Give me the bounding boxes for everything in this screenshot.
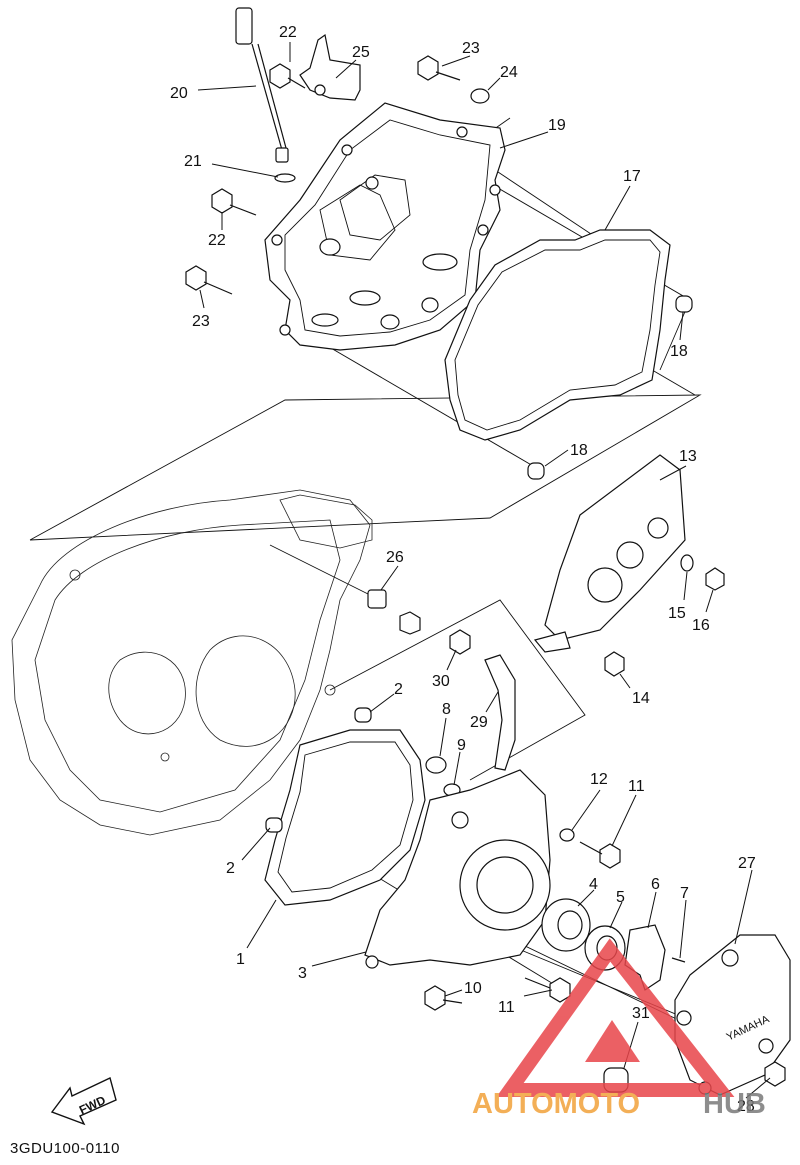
label-part-22: 22 (279, 24, 297, 41)
dowel-pin-2-upper (354, 707, 372, 723)
label-part-27: 27 (738, 855, 756, 872)
bolt-28 (764, 1061, 786, 1087)
leader-lines (197, 42, 771, 1099)
label-part-25: 25 (352, 44, 370, 61)
label-part-2: 2 (394, 681, 403, 698)
bolt-22-top (269, 63, 306, 89)
label-part-20: 20 (170, 85, 188, 102)
part-number-labels: 20 22 25 23 24 19 21 17 22 23 18 18 13 2… (170, 24, 756, 1115)
label-part-7: 7 (680, 885, 689, 902)
watermark-text-hub: HUB (703, 1088, 766, 1120)
label-part-10: 10 (464, 980, 482, 997)
bolt-11-upper (579, 841, 621, 869)
label-part-23-lower: 23 (192, 313, 210, 330)
bolt-16 (705, 567, 725, 591)
label-part-21: 21 (184, 153, 202, 170)
bracket-25 (299, 33, 361, 101)
crankcase-cover-19 (264, 102, 506, 351)
label-part-18-lower: 18 (570, 442, 588, 459)
label-part-11-lower: 11 (498, 999, 515, 1016)
gasket-1-inner (277, 741, 414, 893)
label-part-24: 24 (500, 64, 518, 81)
bolt-23-top (417, 55, 461, 81)
label-part-23: 23 (462, 40, 480, 57)
watermark-triangle-logo (496, 938, 735, 1097)
bearing-4 (541, 898, 591, 952)
screw-7 (671, 957, 686, 963)
label-part-19: 19 (548, 117, 566, 134)
plate-26 (367, 589, 421, 635)
bolt-30 (449, 629, 471, 655)
bolt-10 (424, 985, 463, 1011)
label-part-30: 30 (432, 673, 450, 690)
label-part-11: 11 (628, 778, 645, 795)
o-ring-21 (274, 173, 296, 183)
automotohub-watermark: AUTOMOTO HUB (472, 938, 766, 1120)
label-part-22-lower: 22 (208, 232, 226, 249)
oil-dipstick-20 (235, 7, 289, 163)
chain-guide-29 (484, 654, 516, 771)
label-part-2-lower: 2 (226, 860, 235, 877)
bolt-11-lower (524, 977, 571, 1003)
bolt-22-mid (211, 188, 257, 216)
label-part-5: 5 (616, 889, 625, 906)
washer-12 (559, 828, 575, 842)
label-part-8: 8 (442, 701, 451, 718)
catalog-code: 3GDU100-0110 (10, 1140, 120, 1157)
label-part-3: 3 (298, 965, 307, 982)
label-part-13: 13 (679, 448, 697, 465)
label-part-1: 1 (236, 951, 245, 968)
watermark-text-automoto: AUTOMOTO (472, 1088, 640, 1120)
dowel-pin-18-lower (527, 462, 545, 480)
label-part-31: 31 (632, 1005, 650, 1022)
label-part-4: 4 (589, 876, 598, 893)
label-part-16: 16 (692, 617, 710, 634)
label-part-12: 12 (590, 771, 608, 788)
label-part-28: 28 (737, 1098, 755, 1115)
plug-8 (425, 756, 447, 774)
washer-24 (470, 88, 490, 104)
label-part-18: 18 (670, 343, 688, 360)
label-part-9: 9 (457, 737, 466, 754)
crankcase-cover-27: YAMAHA (674, 934, 791, 1096)
gasket-17 (444, 229, 671, 441)
sprocket-cover-13 (533, 454, 686, 653)
bolt-14 (604, 651, 625, 677)
label-part-29: 29 (470, 714, 488, 731)
engine-case-outline (11, 489, 373, 836)
gasket-17-inner (454, 239, 661, 431)
label-part-6: 6 (651, 876, 660, 893)
crankcase-cover-3 (364, 769, 551, 969)
label-part-14: 14 (632, 690, 650, 707)
bolt-23-mid (185, 265, 233, 295)
washer-15 (680, 554, 694, 572)
label-part-26: 26 (386, 549, 404, 566)
label-part-17: 17 (623, 168, 641, 185)
dowel-pin-18-upper (675, 295, 693, 313)
label-part-15: 15 (668, 605, 686, 622)
fwd-arrow-badge: FWD (50, 1077, 117, 1126)
gasket-1 (264, 729, 426, 906)
